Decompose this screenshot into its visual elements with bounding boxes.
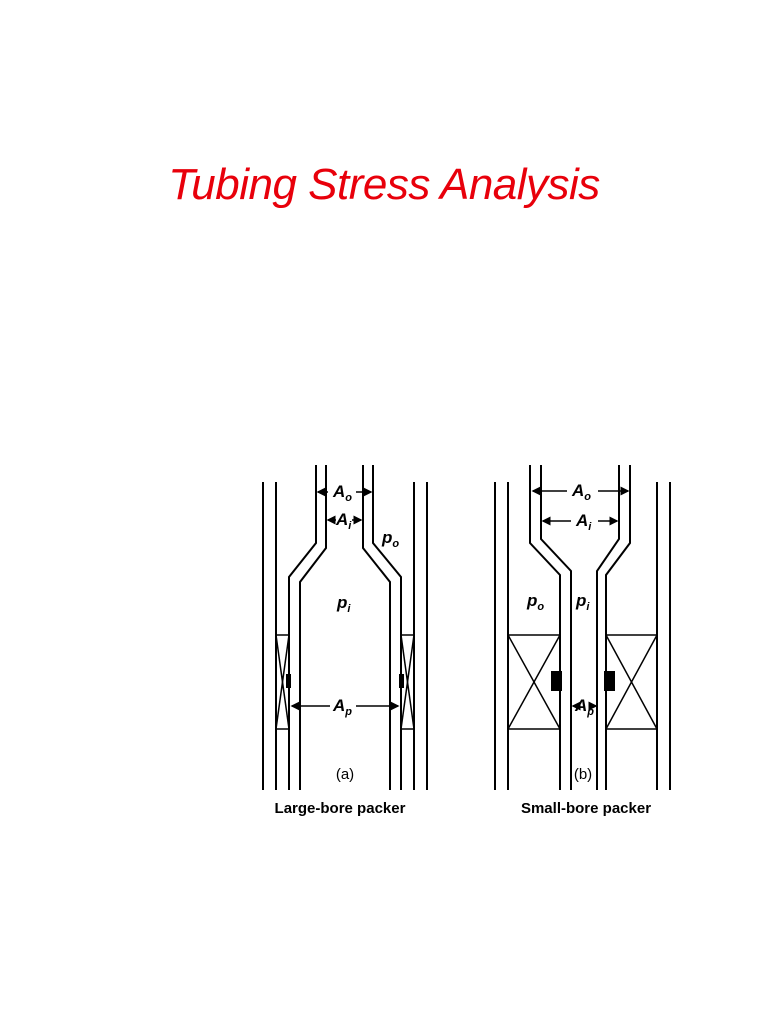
tubing-wall-right-inner xyxy=(596,465,620,790)
footer-a: Large-bore packer xyxy=(275,800,406,817)
packer-element-left xyxy=(275,634,291,730)
label-a-ap: Ap xyxy=(332,696,352,718)
tubing-wall-left-inner xyxy=(299,465,327,790)
packer-element-left xyxy=(507,634,562,730)
slide-title: Tubing Stress Analysis xyxy=(168,160,600,209)
label-b-pi: pi xyxy=(575,591,590,613)
tubing-wall-left-outer xyxy=(288,465,317,790)
tubing-wall-left-outer xyxy=(529,465,561,790)
label-b-ai: Ai xyxy=(575,511,592,533)
tubing-wall-left-inner xyxy=(540,465,572,790)
tubing-wall-right-inner xyxy=(362,465,391,790)
packer-element-right xyxy=(399,634,415,730)
label-b-po: po xyxy=(526,591,544,613)
diagram-a-large-bore: Ao Ai po pi Ap (a) Large-bore packer xyxy=(262,465,428,817)
caption-a: (a) xyxy=(336,766,354,783)
diagram-b-small-bore: Ao Ai po pi Ap (b) Small-bore packer xyxy=(494,465,671,817)
label-a-ao: Ao xyxy=(332,482,352,504)
footer-b: Small-bore packer xyxy=(521,800,651,817)
label-a-ai: Ai xyxy=(335,510,352,532)
label-a-pi: pi xyxy=(336,593,351,615)
label-b-ap: Ap xyxy=(574,696,594,718)
label-b-ao: Ao xyxy=(571,481,591,503)
tubing-wall-right-outer xyxy=(372,465,402,790)
packer-element-right xyxy=(604,634,658,730)
label-a-po: po xyxy=(381,528,399,550)
caption-b: (b) xyxy=(574,766,592,783)
